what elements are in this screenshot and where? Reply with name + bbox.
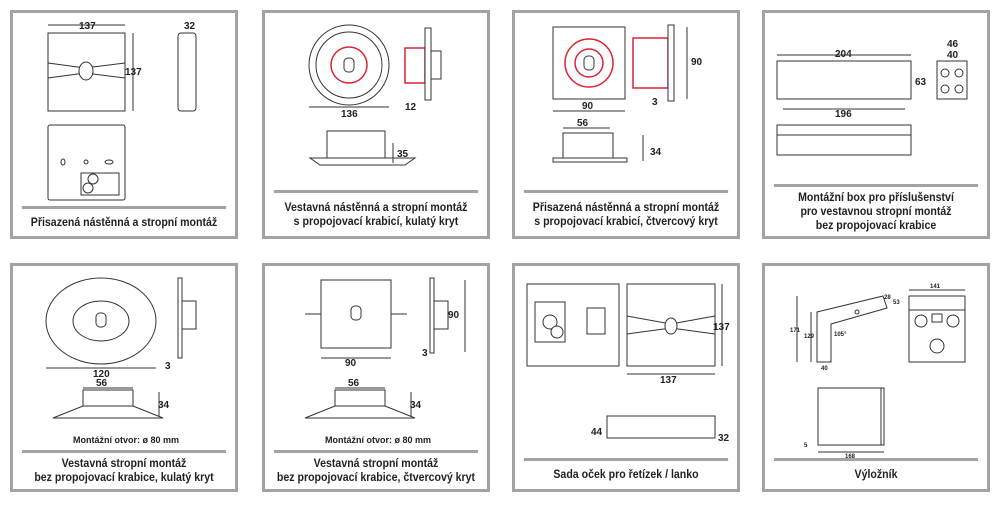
dim-height: 90 bbox=[691, 57, 703, 68]
drawing-recessed-square: 90 90 3 56 34 Montážní otvor: ø 80 mm bbox=[304, 277, 466, 445]
card-recessed-square: 90 90 3 56 34 Montážní otvor: ø 80 mm Ve… bbox=[262, 263, 490, 492]
card-surface-square-box: 90 90 3 56 34 Přisazená nástěnná a strop… bbox=[512, 10, 740, 239]
caption-line: pro vestavnou stropní montáž bbox=[800, 205, 952, 218]
drawing-bracket: 171 129 28 53 105° 40 141 5 168 bbox=[790, 284, 966, 460]
dim-angle: 105° bbox=[834, 332, 847, 338]
dim-box-width: 56 bbox=[96, 378, 108, 389]
dim-length: 204 bbox=[835, 49, 852, 60]
mounting-hole-note: Montážní otvor: ø 80 mm bbox=[325, 435, 431, 445]
dim-depth: 32 bbox=[718, 433, 730, 444]
caption: Přisazená nástěnná a stropní montáž bbox=[21, 206, 227, 236]
caption-line: s propojovací krabicí, kulatý kryt bbox=[293, 215, 459, 228]
dim-width: 137 bbox=[660, 375, 677, 386]
caption-line: Vestavná stropní montáž bbox=[61, 458, 187, 470]
dim-box-height: 34 bbox=[650, 147, 662, 158]
dim-side-inner: 40 bbox=[947, 50, 959, 61]
card-eyelet-set: 137 137 44 32 Sada oček pro řetízek / la… bbox=[512, 263, 740, 492]
dim-height: 137 bbox=[713, 322, 730, 333]
dim-arm-height: 129 bbox=[804, 334, 815, 340]
dim-width: 90 bbox=[582, 101, 594, 112]
card-surface-mount: 137 137 32 Přisazená nástěnná a stropní … bbox=[10, 10, 238, 239]
dim-depth: 3 bbox=[165, 361, 171, 372]
dim-offset: 5 bbox=[804, 443, 808, 449]
dim-length: 168 bbox=[845, 454, 856, 460]
caption-line: bez propojovací krabice bbox=[815, 219, 937, 232]
dim-diameter: 120 bbox=[93, 369, 110, 380]
drawing-eyelet-set: 137 137 44 32 bbox=[526, 283, 730, 444]
card-recessed-round: 120 3 56 34 Montážní otvor: ø 80 mm Vest… bbox=[10, 263, 238, 492]
dim-height: 63 bbox=[915, 77, 927, 88]
mounting-hole-note: Montážní otvor: ø 80 mm bbox=[73, 435, 179, 445]
dim-height: 35 bbox=[397, 149, 409, 160]
dim-height: 137 bbox=[125, 67, 142, 78]
dim-arm-width: 53 bbox=[893, 300, 900, 306]
caption: Vestavná stropní montáž bez propojovací k… bbox=[21, 450, 227, 489]
dim-width: 90 bbox=[345, 358, 357, 369]
caption: Výložník bbox=[773, 458, 979, 489]
dim-depth: 32 bbox=[184, 21, 196, 32]
caption-line: Montážní box pro příslušenství bbox=[798, 191, 954, 204]
dim-arm-thickness: 28 bbox=[884, 295, 891, 301]
dim-depth: 12 bbox=[405, 102, 417, 113]
dim-box-width: 56 bbox=[577, 118, 589, 129]
caption-line: Vestavná nástěnná a stropní montáž bbox=[284, 201, 468, 214]
dim-depth: 3 bbox=[422, 348, 428, 359]
caption-line: Přisazená nástěnná a stropní montáž bbox=[30, 216, 218, 229]
caption-line: s propojovací krabicí, čtvercový kryt bbox=[534, 215, 718, 228]
caption: Vestavná stropní montáž bez propojovací k… bbox=[273, 450, 479, 489]
drawing-recessed-round-box: 136 12 35 bbox=[308, 24, 442, 166]
dim-plate-width: 141 bbox=[930, 284, 941, 290]
dim-diameter: 136 bbox=[341, 109, 358, 120]
dim-side-height: 44 bbox=[591, 427, 603, 438]
caption-line: Výložník bbox=[854, 469, 898, 481]
drawing-accessory-box: 204 196 63 46 40 bbox=[776, 39, 968, 156]
caption-line: Vestavná stropní montáž bbox=[313, 458, 439, 470]
dim-side-width: 46 bbox=[947, 39, 959, 50]
caption-line: bez propojovací krabice, kulatý kryt bbox=[34, 472, 214, 484]
caption-line: bez propojovací krabice, čtvercový kryt bbox=[276, 472, 476, 484]
dim-width: 137 bbox=[79, 21, 96, 32]
card-recessed-round-box: 136 12 35 Vestavná nástěnná a stropní mo… bbox=[262, 10, 490, 239]
dim-inner-length: 196 bbox=[835, 109, 852, 120]
caption-line: Sada oček pro řetízek / lanko bbox=[553, 469, 699, 481]
dim-height: 90 bbox=[448, 310, 460, 321]
card-accessory-box: 204 196 63 46 40 Montážní box pro příslu… bbox=[762, 10, 990, 239]
dim-depth: 3 bbox=[652, 97, 658, 108]
dim-box-width: 56 bbox=[348, 378, 360, 389]
drawing-surface-mount: 137 137 32 bbox=[47, 21, 197, 201]
dim-base-depth: 40 bbox=[821, 366, 828, 372]
caption: Sada oček pro řetízek / lanko bbox=[523, 458, 729, 489]
card-bracket: 171 129 28 53 105° 40 141 5 168 Výložník bbox=[762, 263, 990, 492]
dim-box-height: 34 bbox=[158, 400, 170, 411]
dim-total-height: 171 bbox=[790, 328, 801, 334]
caption-line: Přisazená nástěnná a stropní montáž bbox=[532, 201, 720, 214]
dim-box-height: 34 bbox=[410, 400, 422, 411]
drawing-surface-square-box: 90 90 3 56 34 bbox=[552, 24, 703, 163]
drawing-recessed-round: 120 3 56 34 Montážní otvor: ø 80 mm bbox=[45, 277, 197, 445]
